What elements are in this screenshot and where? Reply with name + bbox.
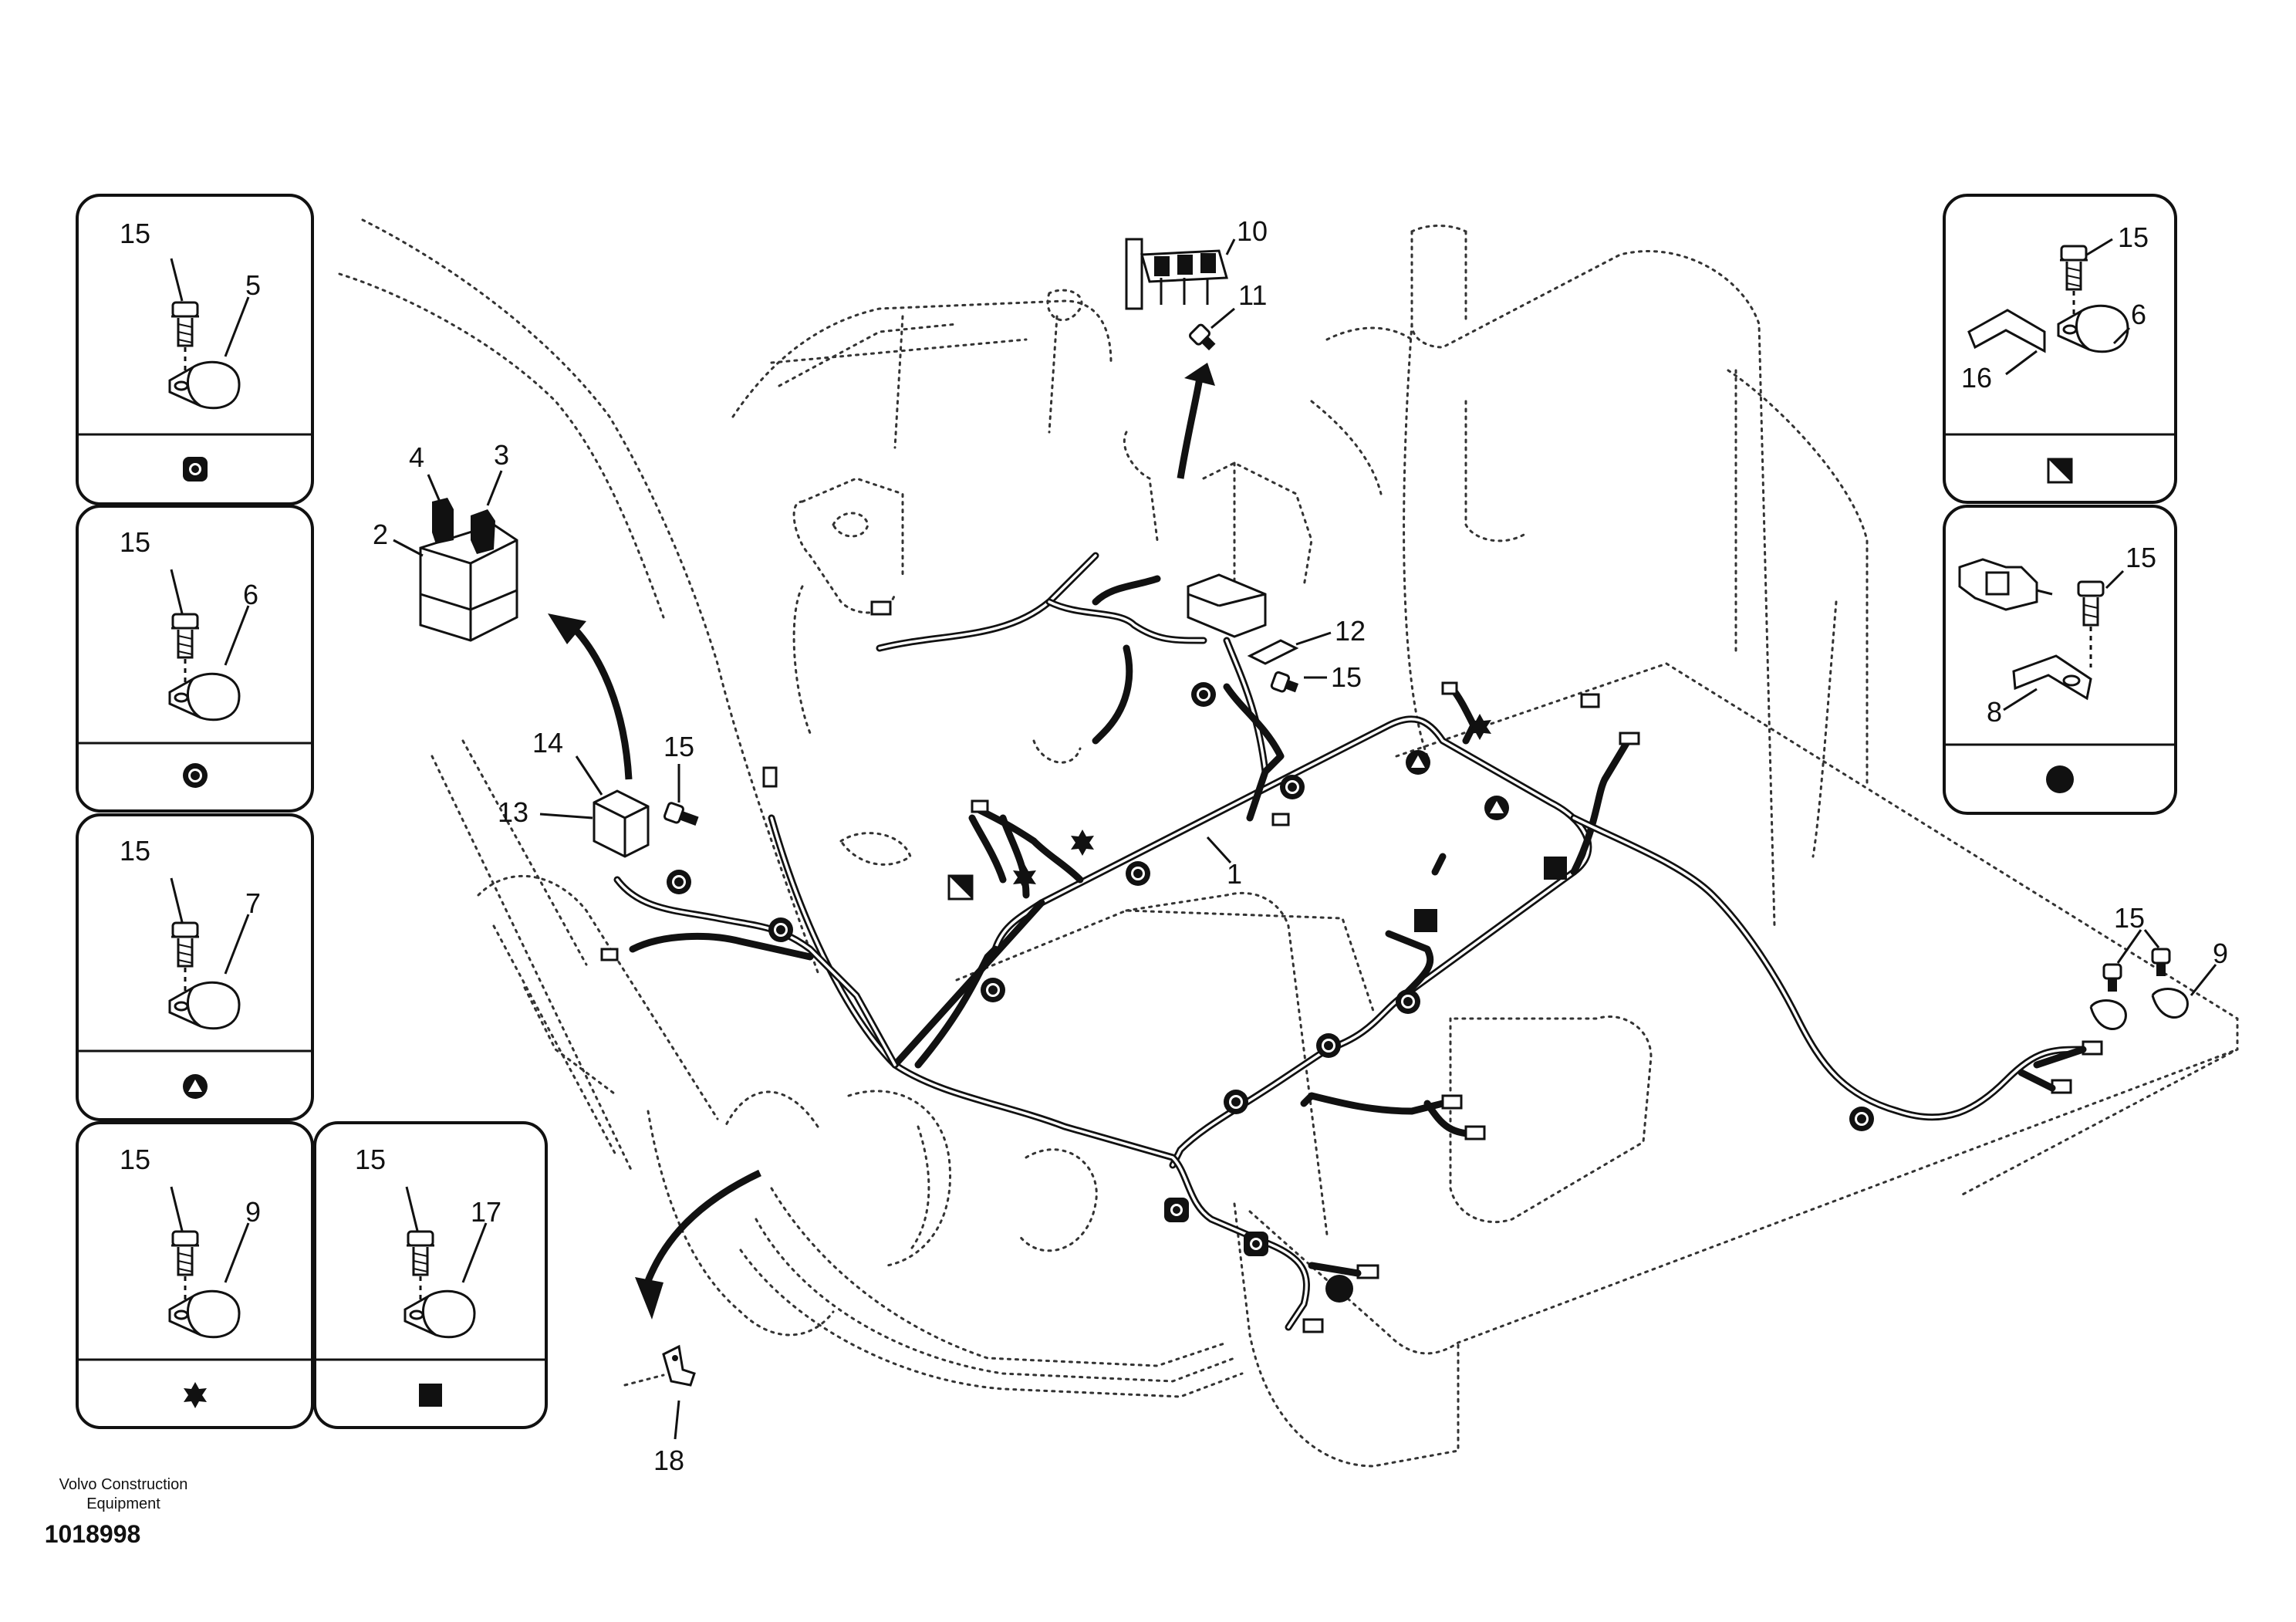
filled-circle-icon xyxy=(1325,1275,1353,1303)
callout-harness: 1 xyxy=(1227,858,1242,890)
circle-in-circle-icon xyxy=(1396,989,1420,1014)
manufacturer-line: Volvo Construction xyxy=(59,1476,188,1493)
triangle-in-circle-icon xyxy=(183,1074,208,1099)
square-icon xyxy=(1414,909,1437,932)
panel-clip-6-bracket-16: 15 6 16 xyxy=(1943,194,2177,504)
bottom-clip: 18 xyxy=(623,1169,761,1476)
callout-screw: 15 xyxy=(2118,221,2149,253)
circle-in-circle-icon xyxy=(1126,861,1150,886)
panel-clip-17: 15 17 xyxy=(313,1121,548,1429)
callout-bracket: 13 xyxy=(498,796,528,828)
harness-callout: 1 xyxy=(1206,836,1242,890)
callout-fuse: 4 xyxy=(409,441,424,473)
callout-screw: 15 xyxy=(1331,661,1362,693)
star-icon xyxy=(1013,864,1036,890)
manufacturer-line: Equipment xyxy=(86,1495,160,1512)
callout-part: 6 xyxy=(2131,299,2146,330)
fuse-holder-assembly: 10 11 12 15 xyxy=(1125,215,1366,693)
harness-symbols xyxy=(667,682,1874,1303)
half-square-icon xyxy=(2047,458,2073,484)
callout-screw: 15 xyxy=(120,1144,150,1175)
circle-in-circle-icon xyxy=(1849,1107,1874,1131)
callout-screw: 15 xyxy=(120,526,150,558)
circle-in-circle-icon xyxy=(1316,1033,1341,1058)
circle-in-square-icon xyxy=(183,457,208,482)
callout-part: 17 xyxy=(471,1196,501,1228)
manufacturer-label: Volvo Construction Equipment xyxy=(31,1475,216,1514)
callout-part: 5 xyxy=(245,269,261,301)
callout-screw: 15 xyxy=(2114,902,2145,934)
callout-part: 9 xyxy=(245,1196,261,1228)
half-square-icon xyxy=(947,874,974,901)
callout-screw: 15 xyxy=(120,835,150,867)
callout-bracket: 12 xyxy=(1335,615,1366,647)
document-number: 1018998 xyxy=(44,1520,141,1548)
circle-in-square-icon xyxy=(1244,1232,1268,1256)
callout-screw: 11 xyxy=(1238,279,1267,311)
filled-circle-icon xyxy=(2046,765,2074,793)
callout-holder: 14 xyxy=(532,727,563,759)
circle-in-circle-icon xyxy=(1280,775,1305,799)
circle-in-circle-icon xyxy=(1224,1090,1248,1114)
callout-fuse: 3 xyxy=(494,439,509,471)
panel-clip-6: 15 6 xyxy=(76,505,314,813)
callout-screw: 15 xyxy=(2125,542,2156,573)
callout-clip: 18 xyxy=(653,1445,684,1476)
callout-part: 7 xyxy=(245,887,261,919)
star-icon xyxy=(1071,830,1094,856)
circle-in-circle-icon xyxy=(981,978,1005,1002)
circle-in-circle-icon xyxy=(667,870,691,894)
relay-holder: 14 13 15 xyxy=(498,613,699,858)
callout-screw: 15 xyxy=(120,218,150,249)
callout-part: 6 xyxy=(243,579,258,610)
circle-in-circle-icon xyxy=(1191,682,1216,707)
relay-assembly: 4 3 2 xyxy=(373,439,518,642)
circle-in-circle-icon xyxy=(768,917,793,942)
callout-clamp: 9 xyxy=(2213,938,2228,969)
wiring-harness xyxy=(600,552,2103,1333)
triangle-in-circle-icon xyxy=(1484,796,1509,820)
circle-in-square-icon xyxy=(1164,1198,1189,1222)
panel-clip-7: 15 7 xyxy=(76,813,314,1121)
callout-bracket: 16 xyxy=(1961,362,1992,394)
panel-clip-9: 15 9 xyxy=(76,1121,314,1429)
callout-fuse-holder: 10 xyxy=(1237,215,1268,247)
panel-bracket-8: 15 8 xyxy=(1943,505,2177,815)
right-clamps: 15 9 xyxy=(2089,902,2228,1030)
callout-screw: 15 xyxy=(663,731,694,762)
square-icon xyxy=(419,1384,442,1407)
circle-in-circle-icon xyxy=(183,763,208,788)
triangle-in-circle-icon xyxy=(1406,750,1430,775)
machine-outline xyxy=(338,218,2239,1468)
panel-clip-5: 15 5 xyxy=(76,194,314,505)
callout-part: 8 xyxy=(1987,696,2002,728)
square-icon xyxy=(1544,857,1567,880)
callout-screw: 15 xyxy=(355,1144,386,1175)
callout-relay: 2 xyxy=(373,519,388,550)
